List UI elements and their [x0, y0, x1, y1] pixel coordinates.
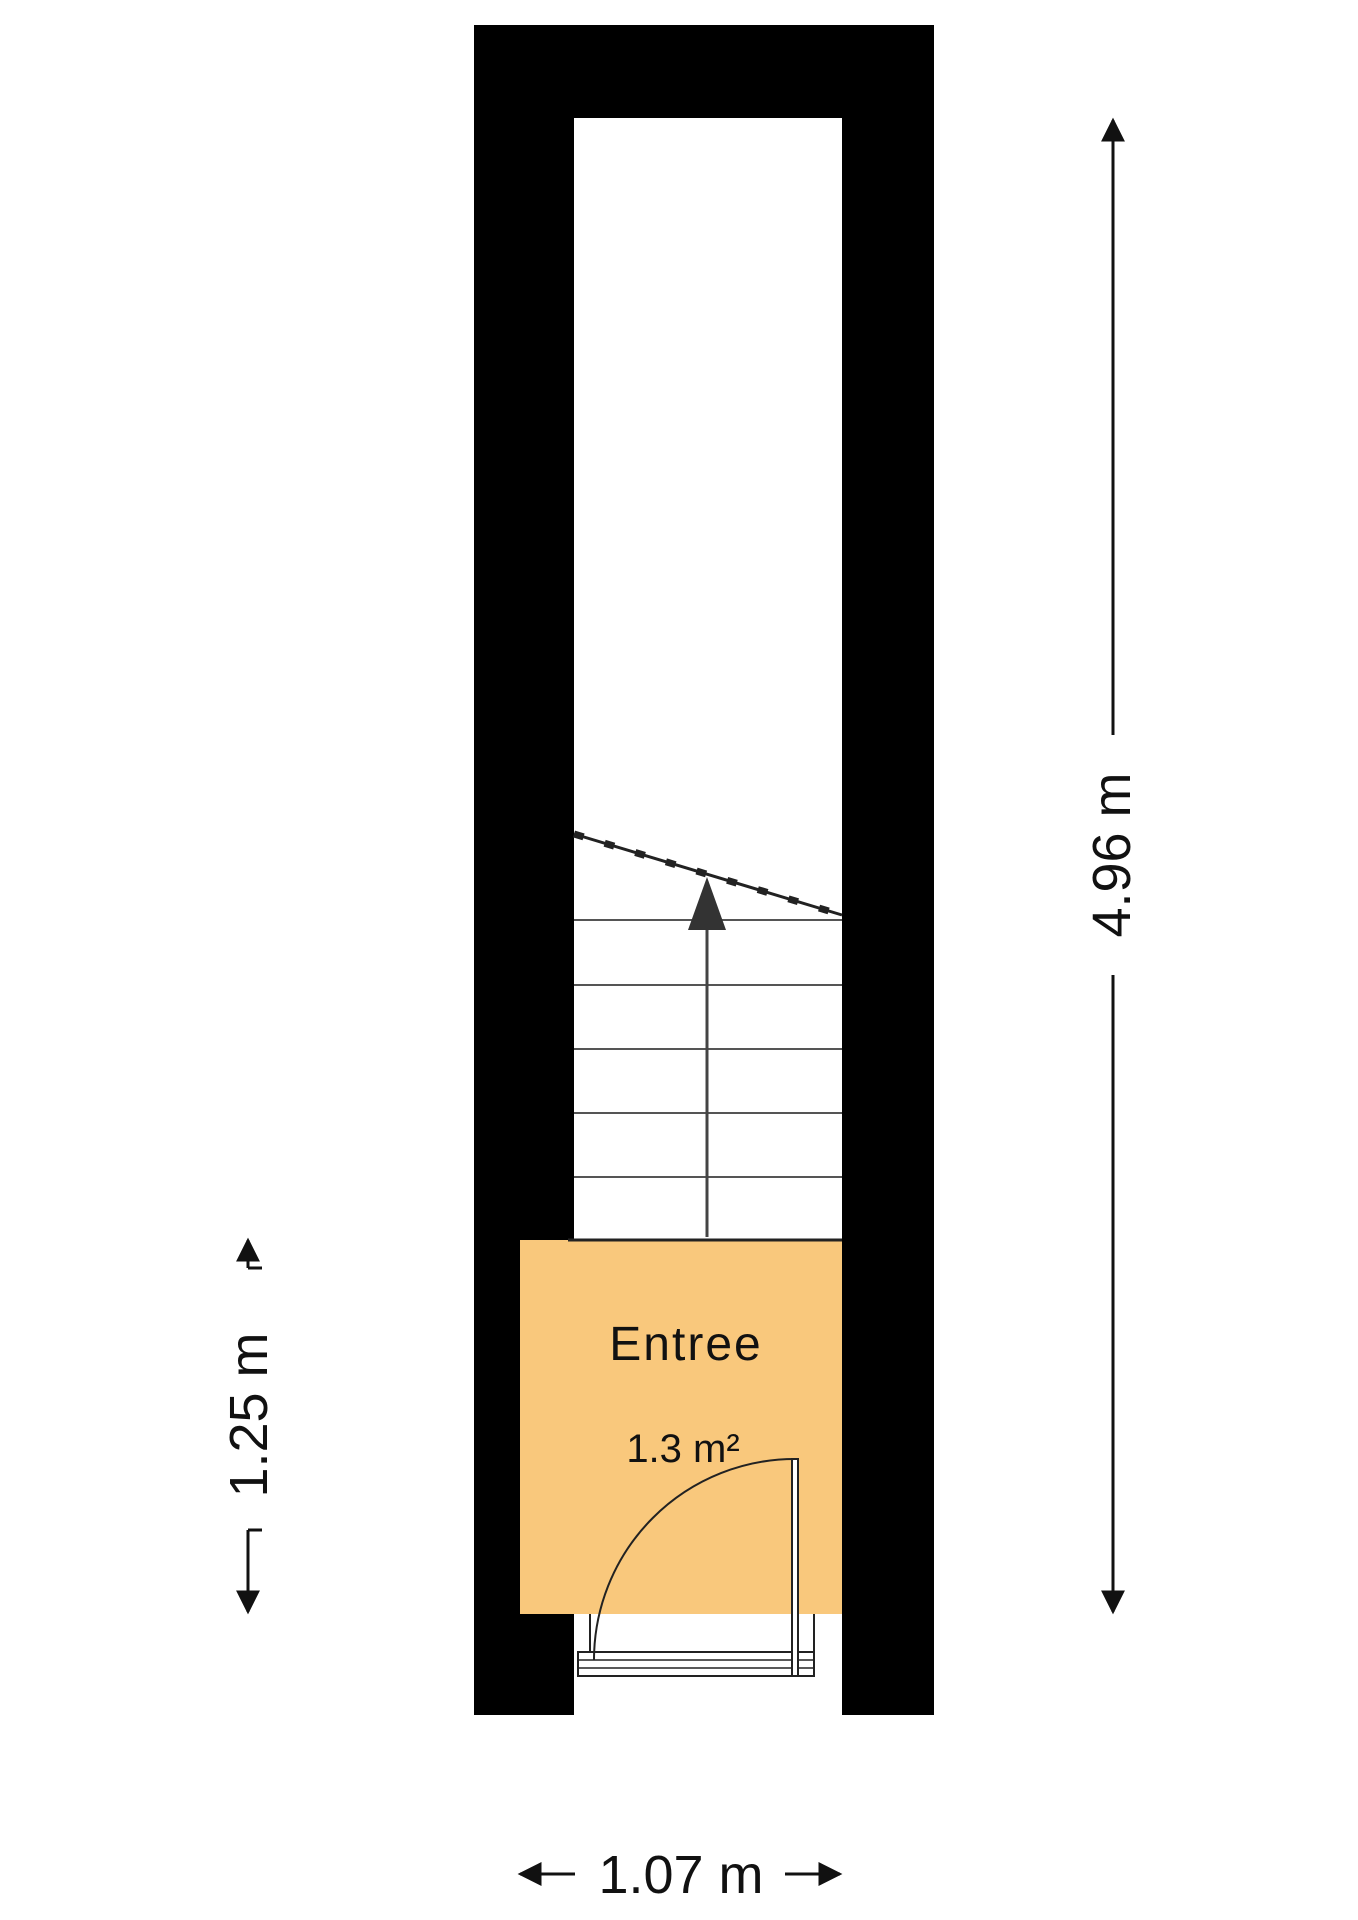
dimension-vertical-entree: 1.25 m: [219, 1237, 279, 1615]
stair-cut-dashes: [572, 830, 844, 919]
walls: [474, 25, 934, 1715]
dimension-label: 1.07 m: [598, 1845, 763, 1905]
stair-direction-arrow: [688, 877, 726, 930]
door-threshold: [577, 1651, 815, 1677]
room-area: 1.3 m²: [626, 1427, 739, 1471]
entree-room: [520, 1240, 842, 1614]
room-name: Entree: [609, 1318, 762, 1371]
dimension-vertical-total: 4.96 m: [1082, 117, 1142, 1615]
dimension-label: 1.25 m: [219, 1332, 279, 1497]
door-swing-arc: [593, 1458, 796, 1661]
dimension-label: 4.96 m: [1082, 772, 1142, 937]
entrance-door: [574, 1458, 816, 1715]
dimension-horizontal-width: 1.07 m: [517, 1845, 843, 1905]
door-leaf: [791, 1458, 799, 1677]
staircase: [568, 919, 842, 1242]
wall-right: [842, 25, 934, 1715]
